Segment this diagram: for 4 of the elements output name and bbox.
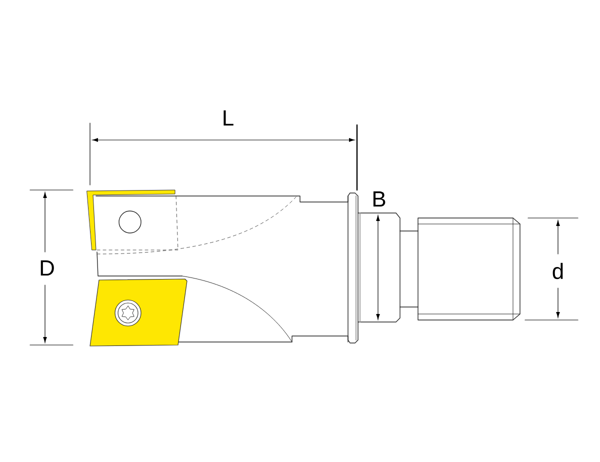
dimension-label: B: [373, 191, 386, 207]
dimension-label: d: [552, 262, 563, 280]
dimension-label: L: [224, 110, 234, 126]
dimension-label: D: [40, 260, 54, 276]
